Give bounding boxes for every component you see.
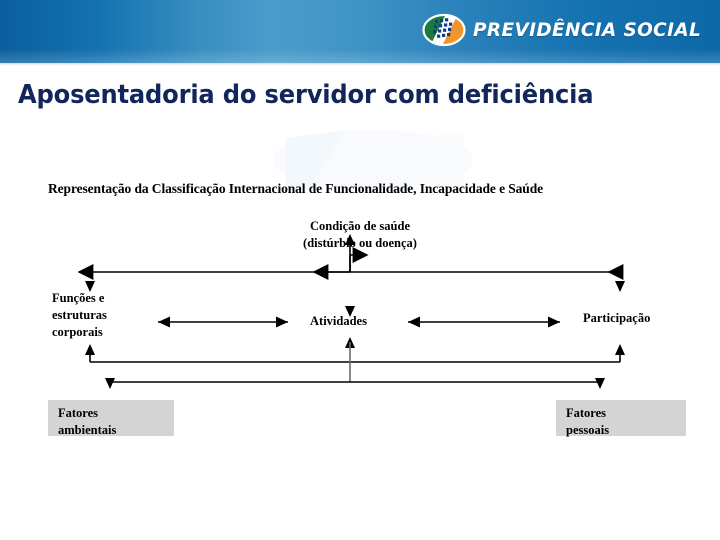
node-body-functions: Funções e estruturas corporais xyxy=(52,291,107,339)
header-baseline xyxy=(0,63,720,66)
page-title: Aposentadoria do servidor com deficiênci… xyxy=(18,80,594,110)
brand-name: PREVIDÊNCIA SOCIAL xyxy=(472,19,701,41)
diagram-title: Representação da Classificação Internaci… xyxy=(48,181,543,196)
node-activities: Atividades xyxy=(310,314,367,328)
node-environmental-factors: Fatores ambientais xyxy=(48,400,174,437)
header-sheen xyxy=(0,49,720,63)
icf-diagram-arrows xyxy=(77,234,625,389)
node-health-condition: Condição de saúde (distúrbio ou doença) xyxy=(303,219,417,250)
previdencia-social-emblem-icon xyxy=(422,10,466,50)
node-personal-factors: Fatores pessoais xyxy=(556,400,686,437)
node-participation: Participação xyxy=(583,311,651,325)
icf-diagram xyxy=(0,150,720,480)
page-header: PREVIDÊNCIA SOCIAL xyxy=(0,0,720,63)
previdencia-social-logo: PREVIDÊNCIA SOCIAL xyxy=(422,9,708,51)
